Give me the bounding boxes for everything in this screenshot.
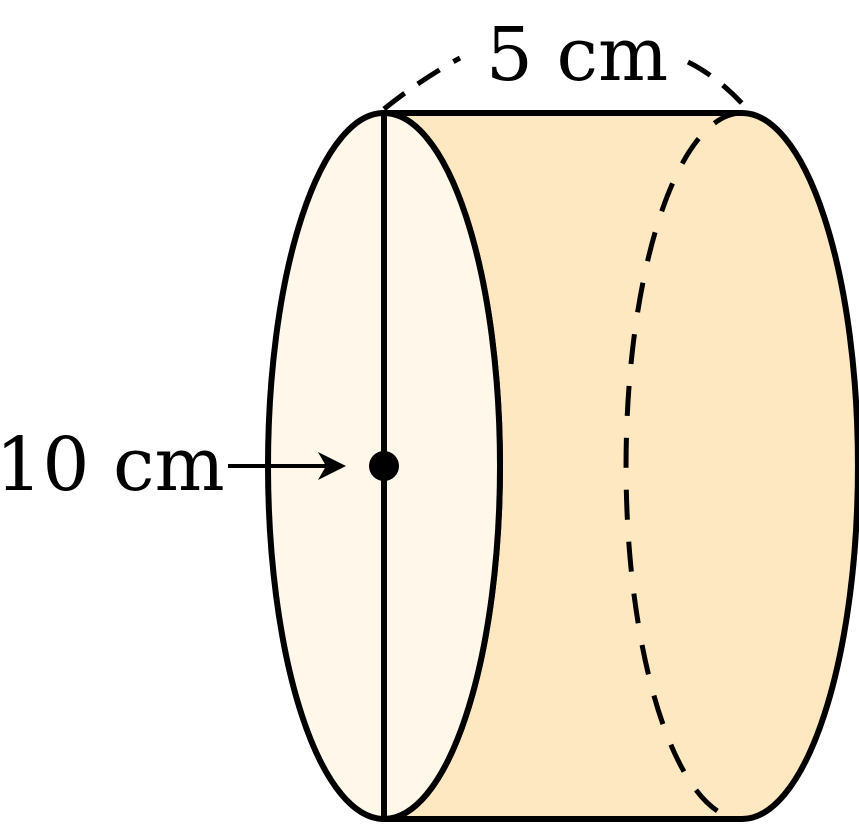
length-label: 5 cm [486,12,668,98]
length-dimension-right [686,59,750,112]
center-point [369,451,399,481]
diameter-label: 10 cm [0,422,225,508]
length-dimension-left [382,55,462,111]
hidden-back-edge [623,110,743,822]
pointer-arrowhead [318,452,346,480]
